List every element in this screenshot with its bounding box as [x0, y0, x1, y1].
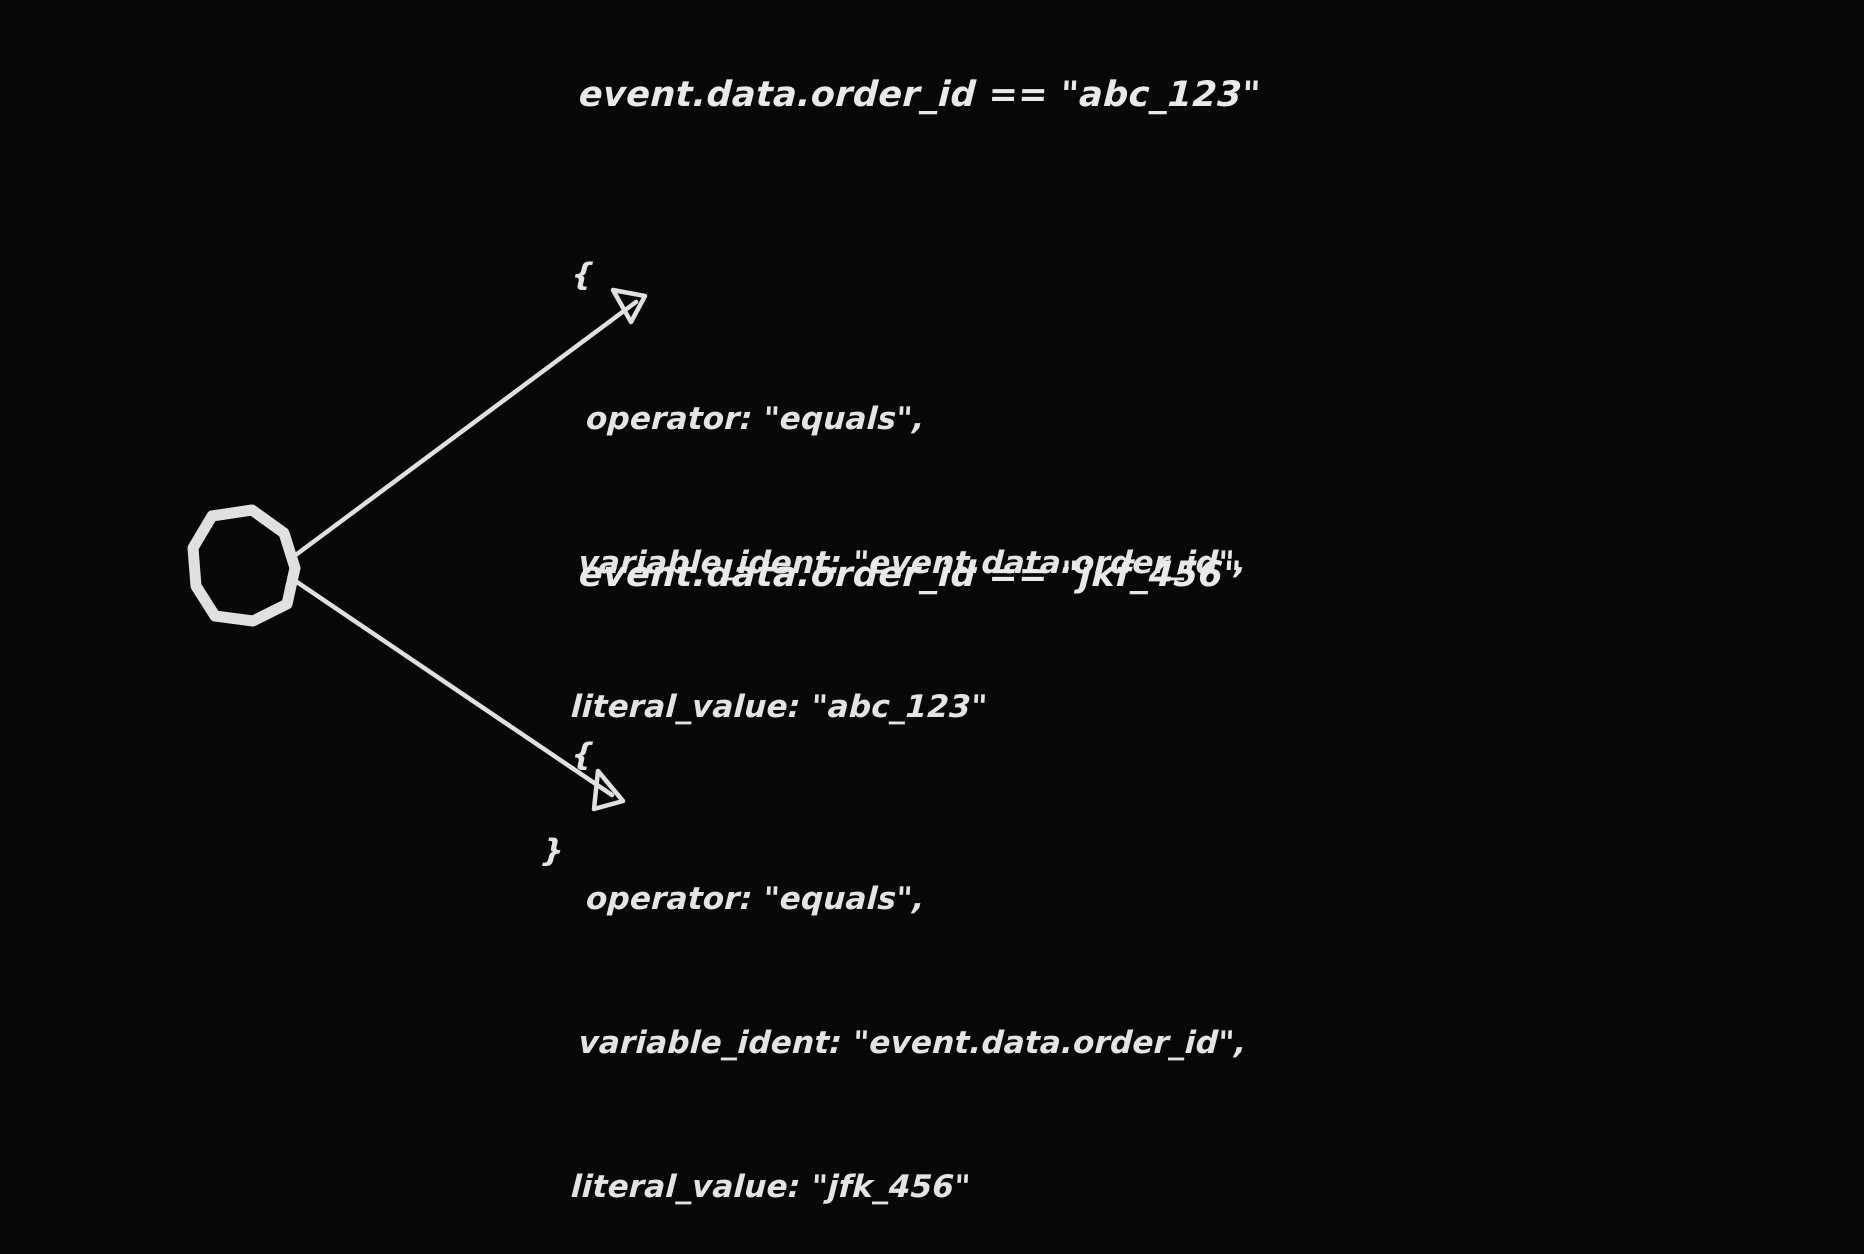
source-node-octagon[interactable]	[187, 504, 301, 627]
branch-1-heading: event.data.order_id == "abc_123"	[577, 75, 1262, 115]
code-line: literal_value: "jfk_456"	[548, 1169, 972, 1205]
code-line: {	[570, 737, 595, 773]
code-line: variable_ident: "event.data.order_id",	[555, 1025, 1248, 1061]
code-line: operator: "equals",	[563, 881, 926, 917]
branch-2-code: { operator: "equals", variable_ident: "e…	[535, 635, 1268, 1254]
branch-2-block: event.data.order_id == "jkf_456" { opera…	[570, 555, 1268, 1254]
code-line: operator: "equals",	[563, 401, 926, 437]
code-line: {	[570, 257, 595, 293]
branch-2-heading: event.data.order_id == "jkf_456"	[577, 555, 1243, 595]
